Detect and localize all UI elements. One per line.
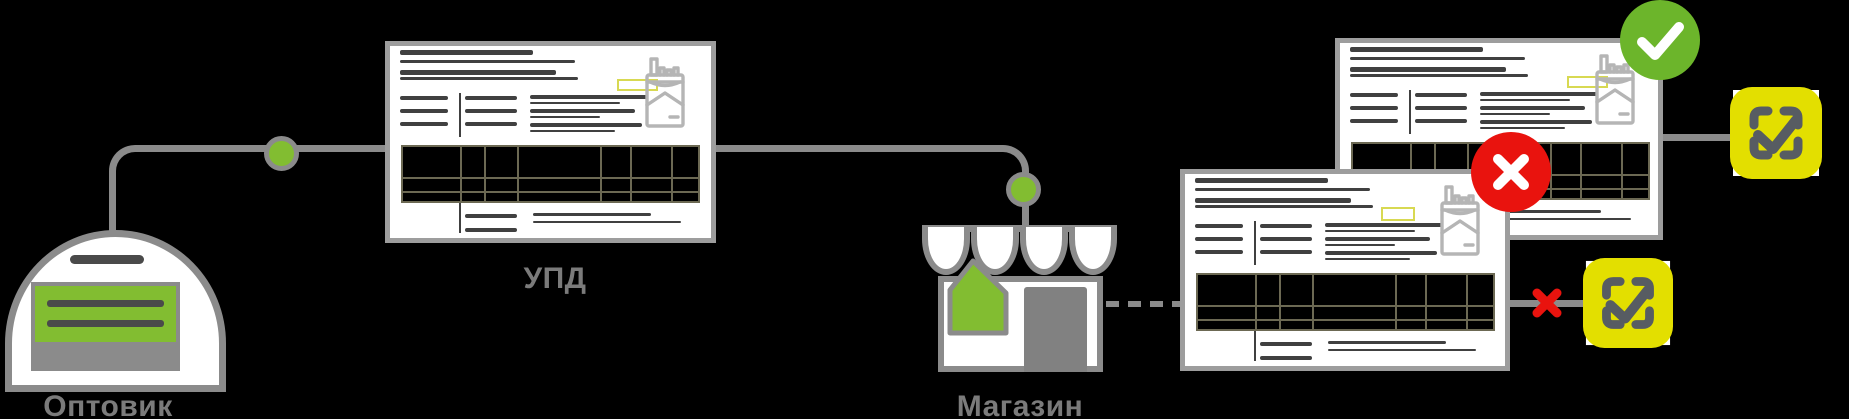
doc-column-divider: [459, 203, 461, 233]
doc-text-line: [1325, 230, 1415, 232]
doc-text-line: [530, 123, 642, 127]
doc-text-line: [1350, 57, 1525, 60]
warehouse-base: [31, 346, 180, 371]
doc-text-line: [465, 109, 517, 113]
doc-text-line: [1480, 99, 1570, 101]
warehouse-door: [31, 282, 180, 346]
dashed-connector-shop-to-document: [1106, 301, 1180, 307]
doc-text-line: [1483, 218, 1631, 220]
doc-column-divider: [1254, 221, 1256, 265]
doc-text-line: [1415, 106, 1467, 110]
doc-text-line: [1480, 120, 1592, 124]
doc-text-line: [1350, 106, 1398, 110]
store-awning-bar: [922, 225, 1117, 232]
warehouse-vent: [70, 255, 144, 264]
connector-valid-doc-to-scan: [1660, 134, 1730, 141]
doc-text-line: [1195, 205, 1373, 208]
cigarette-pack-icon: [1440, 185, 1480, 256]
doc-text-line: [400, 96, 448, 100]
doc-text-line: [1195, 250, 1243, 254]
doc-text-line: [1328, 349, 1476, 351]
node-dot-icon: [264, 136, 299, 171]
doc-text-line: [400, 77, 578, 80]
doc-text-line: [1325, 251, 1437, 255]
doc-text-line: [1195, 198, 1351, 203]
doc-text-line: [465, 96, 517, 100]
store-awning: [922, 227, 1117, 281]
doc-text-line: [1350, 93, 1398, 97]
doc-text-line: [1260, 224, 1312, 228]
doc-text-line: [530, 130, 615, 132]
doc-text-line: [1350, 67, 1506, 72]
doc-text-line: [1350, 119, 1398, 123]
cross-circle-icon: [1471, 132, 1551, 212]
doc-text-line: [1480, 92, 1598, 96]
doc-text-line: [533, 221, 681, 223]
doc-text-line: [1328, 341, 1446, 344]
doc-text-line: [1260, 237, 1312, 241]
doc-text-line: [400, 122, 448, 126]
doc-text-line: [1195, 188, 1370, 191]
node-dot-icon: [1006, 172, 1041, 207]
doc-text-line: [1195, 237, 1243, 241]
connector-wholesaler-to-upd: [109, 145, 393, 240]
doc-text-line: [1415, 93, 1467, 97]
doc-text-line: [400, 109, 448, 113]
check-circle-icon: [1620, 0, 1700, 80]
doc-text-line: [465, 214, 517, 218]
store-door: [1024, 287, 1087, 372]
store-banner: [947, 258, 1009, 336]
document-table: [401, 145, 700, 203]
doc-text-line: [530, 95, 648, 99]
doc-text-line: [400, 50, 533, 55]
doc-text-line: [1350, 47, 1483, 52]
connector-upd-to-shop: [712, 145, 1029, 234]
doc-text-line: [1480, 106, 1585, 110]
cigarette-pack-icon: [645, 57, 685, 128]
wholesaler-label: Оптовик: [43, 390, 173, 419]
warehouse-icon: [5, 230, 226, 392]
doc-column-divider: [1409, 90, 1411, 134]
upd-document-icon: [385, 41, 716, 243]
document-table: [1196, 273, 1495, 331]
doc-text-line: [1480, 113, 1550, 115]
highlighted-table-cell: [1381, 207, 1415, 221]
cigarette-pack-icon: [1595, 54, 1635, 125]
doc-text-line: [400, 70, 556, 75]
doc-text-line: [1350, 74, 1528, 77]
upd-label: УПД: [523, 262, 587, 295]
doc-text-line: [1325, 237, 1430, 241]
doc-text-line: [1325, 244, 1395, 246]
doc-text-line: [533, 213, 651, 216]
doc-text-line: [530, 116, 600, 118]
doc-text-line: [1260, 342, 1312, 346]
doc-text-line: [1483, 210, 1601, 213]
invalid-document-icon: [1180, 169, 1510, 371]
doc-text-line: [1480, 127, 1565, 129]
doc-text-line: [1325, 223, 1443, 227]
doc-text-line: [465, 228, 517, 232]
doc-text-line: [530, 109, 635, 113]
doc-text-line: [530, 102, 620, 104]
doc-text-line: [1325, 258, 1410, 260]
scan-check-icon: [1583, 258, 1673, 348]
shop-label: Магазин: [956, 390, 1084, 419]
doc-text-line: [1195, 178, 1328, 183]
doc-column-divider: [459, 93, 461, 137]
cross-mark-icon: [1532, 288, 1562, 318]
doc-text-line: [1195, 224, 1243, 228]
doc-text-line: [1260, 356, 1312, 360]
doc-text-line: [400, 60, 575, 63]
doc-column-divider: [1254, 331, 1256, 361]
doc-text-line: [465, 122, 517, 126]
scan-check-icon: [1730, 87, 1822, 179]
doc-text-line: [1260, 250, 1312, 254]
doc-text-line: [1415, 119, 1467, 123]
